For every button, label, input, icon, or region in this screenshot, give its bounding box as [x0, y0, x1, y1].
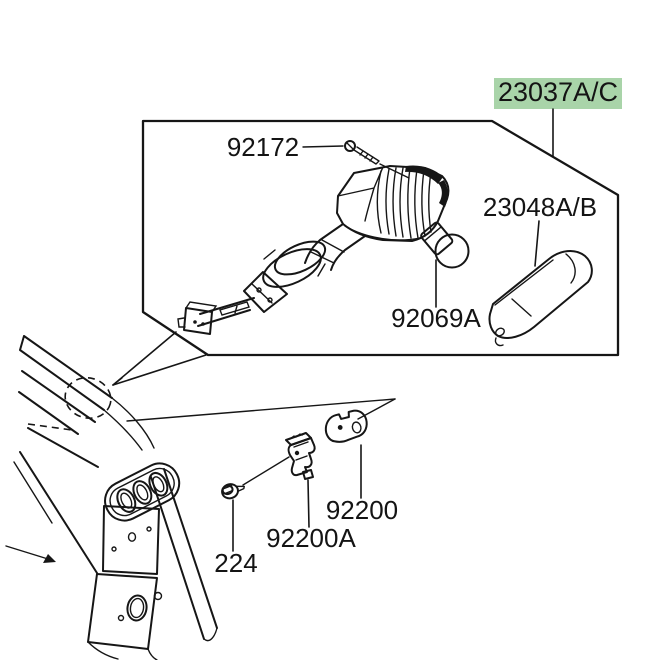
part-label-92200: 92200: [326, 495, 398, 525]
lens-23048-drawing: [488, 220, 593, 347]
rear-fender-drawing: [5, 335, 218, 660]
bulb-92069a-drawing: [420, 221, 470, 308]
part-label-23048: 23048A/B: [483, 192, 597, 222]
part-label-92069: 92069A: [391, 303, 481, 333]
plate-92200-drawing: [324, 409, 368, 499]
screw-92172-drawing: [302, 140, 410, 179]
part-label-224: 224: [214, 548, 257, 578]
parts-box-frame: [141, 119, 620, 357]
part-label-92200a: 92200A: [266, 523, 356, 553]
part-label-23037: 23037A/C: [498, 77, 618, 107]
bracket-92200a-drawing: [285, 432, 316, 528]
mount-pointer-wedge: [112, 331, 207, 386]
screw-224-drawing: [221, 456, 290, 552]
part-label-92172: 92172: [227, 132, 299, 162]
turn-signal-assembly-drawing: [177, 165, 450, 335]
highlight-box: [494, 78, 622, 109]
